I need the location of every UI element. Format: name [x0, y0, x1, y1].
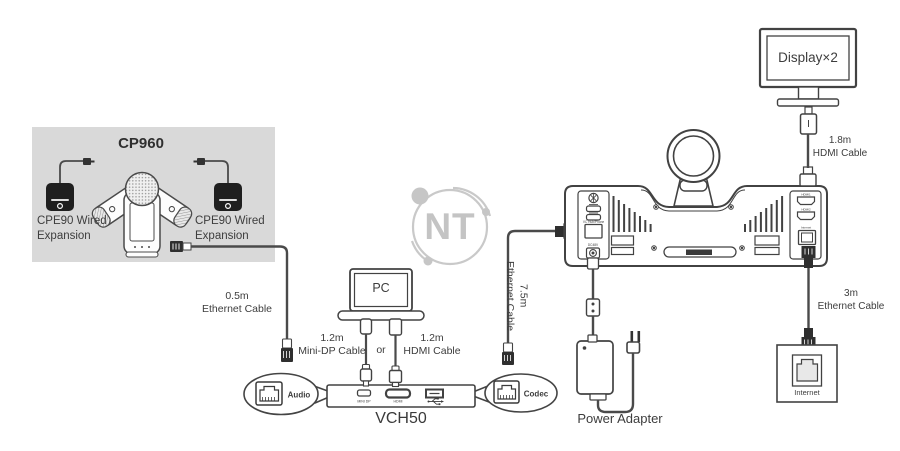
cp960-phone [91, 171, 193, 258]
nt-logo-watermark-icon [410, 186, 492, 266]
right-port-panel: HDMI1 HDMI2 Internet [789, 190, 822, 260]
ethernet-cable-05m-label: 0.5m Ethernet Cable [201, 290, 273, 316]
power-adapter [576, 257, 641, 414]
dc48v-port-label: DC48V [588, 243, 599, 247]
codec-unit: VC Hub/Phone DC48V HDMI1 HDMI2 Internet [564, 129, 828, 414]
speaker-grille-right [744, 196, 784, 232]
pc-laptop [337, 268, 425, 321]
rj45-plug-icon [801, 246, 816, 268]
rj45-plug-icon [555, 226, 564, 237]
hdmi-cable-12m [388, 318, 403, 388]
cp960-group [32, 127, 275, 262]
hdmi-cable-18m [799, 106, 818, 168]
ferrite-bead-icon [585, 298, 601, 317]
plug-prong-icon [637, 331, 641, 342]
usb-port-icon [585, 205, 602, 213]
hdmi-cable-18m-label: 1.8m HDMI Cable [812, 135, 868, 159]
ac-plug-icon [626, 341, 641, 354]
rj45-plug-icon [804, 328, 813, 337]
plug-prong-icon [630, 331, 634, 342]
hdmi2-port-label: HDMI2 [801, 208, 811, 212]
power-brick-icon [576, 340, 614, 395]
display-label: Display×2 [778, 50, 838, 65]
usb-trident-icon [427, 397, 444, 406]
hdmi-cable-12m-label: 1.2m HDMI Cable [403, 332, 461, 358]
hdmi-plug-icon [799, 166, 817, 187]
cpe90-label-left: CPE90 Wired Expansion [37, 215, 107, 242]
vch50-hub: MINI DP HDMI [326, 384, 476, 408]
internet-wall-jack: Internet [776, 344, 838, 403]
screw-icon [651, 204, 745, 251]
codec-port-callout: Codec [467, 373, 558, 413]
audio-port-label: Audio [288, 391, 311, 400]
mini-dp-port-label: MINI DP [357, 400, 371, 404]
rj45-plug-icon [502, 352, 514, 365]
vch50-label: VCH50 [375, 410, 427, 427]
ethernet-cable-05m [191, 245, 293, 362]
display-monitor [758, 27, 858, 107]
ethernet-cable-75m-label: 7.5m Ethernet Cable [504, 260, 530, 332]
rj45-port-icon [493, 380, 520, 404]
ethernet-cable-3m-label: 3m Ethernet Cable [817, 288, 885, 312]
left-port-panel: VC Hub/Phone DC48V [577, 190, 610, 260]
speaker-grille-left [612, 196, 652, 232]
rj45-plug-icon [170, 241, 192, 252]
mini-dp-cable-label: 1.2m Mini-DP Cable [298, 332, 366, 358]
cpe90-label-right: CPE90 Wired Expansion [195, 215, 265, 242]
cp960-screen [129, 202, 155, 242]
rj45-port-icon [255, 381, 283, 406]
cpe90-mic-left [46, 158, 95, 211]
internet-port-label: Internet [801, 226, 811, 230]
hdmi-port-icon [384, 388, 412, 399]
hdmi-port-label: HDMI [394, 400, 403, 404]
hdmi-port-icon [796, 211, 816, 221]
cpe90-mic-right [193, 158, 242, 211]
vch-phone-port-label: VC Hub/Phone [583, 220, 604, 224]
hdmi1-port-label: HDMI1 [801, 193, 811, 197]
camera-icon [666, 129, 721, 207]
power-adapter-label: Power Adapter [577, 411, 663, 426]
audio-port-callout: Audio [243, 372, 337, 416]
cp960-title: CP960 [118, 135, 164, 152]
rj45-port-icon [584, 223, 603, 239]
codec-port-label: Codec [524, 390, 549, 399]
cp960-speaker-icon [124, 171, 160, 207]
pc-label: PC [372, 281, 390, 295]
mini-dp-port-icon [356, 389, 372, 397]
internet-jack-label: Internet [794, 388, 820, 397]
mini-dp-cable-12m [359, 318, 373, 387]
or-label: or [376, 344, 386, 356]
nt-watermark-text: NT [424, 206, 476, 247]
hdmi-port-icon [796, 196, 816, 206]
usb-port-icon [585, 213, 602, 221]
